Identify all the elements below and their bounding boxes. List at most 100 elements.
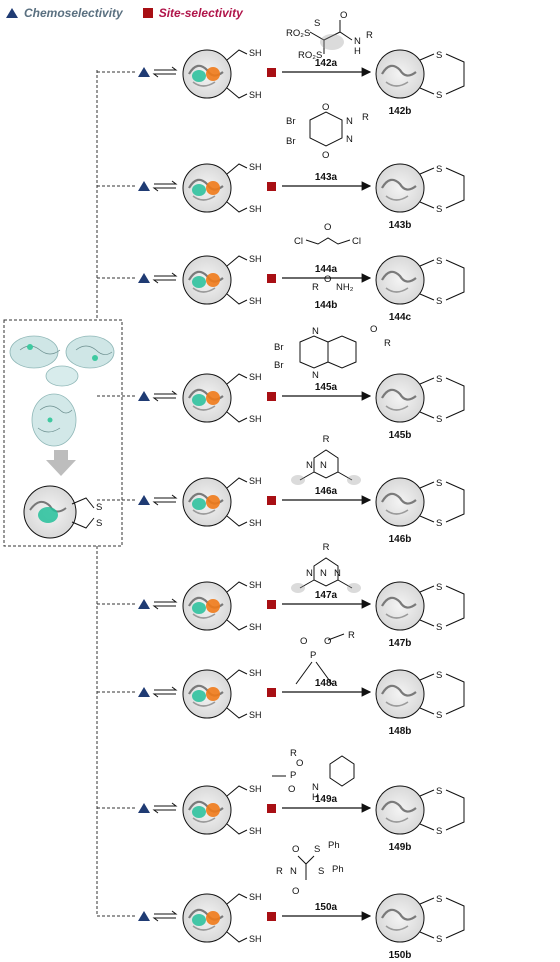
thiol-sh-lower: SH xyxy=(249,296,262,306)
product-bridge xyxy=(445,377,465,419)
protein-green-site xyxy=(192,394,206,406)
product-linker xyxy=(419,585,435,627)
product-s-upper: S xyxy=(436,582,442,593)
thiol-sh-upper: SH xyxy=(249,254,262,264)
thiol-sh-lower: SH xyxy=(249,826,262,836)
reagent-bonds xyxy=(309,20,353,54)
site-selectivity-square-icon xyxy=(267,182,276,191)
thiol-sh-lower: SH xyxy=(249,204,262,214)
equilibrium-back-arrow xyxy=(152,187,176,192)
equilibrium-forward-arrow xyxy=(154,66,178,71)
protein-circle xyxy=(375,255,425,305)
atom-o: O xyxy=(324,222,331,233)
reagent-label-150a: 150a xyxy=(315,902,338,913)
atom-n2: N xyxy=(320,460,327,471)
product-linker xyxy=(419,259,435,301)
atom-o2: O xyxy=(292,886,299,897)
product-linker xyxy=(419,481,435,523)
protein-strand xyxy=(192,613,216,619)
atom-ph1: Ph xyxy=(328,840,340,851)
atom-o2: O xyxy=(288,784,295,795)
atom-n: N xyxy=(354,36,361,47)
thiol-chain-lower xyxy=(226,87,248,99)
equilibrium-forward-arrow xyxy=(154,598,178,603)
product-label-149a: 149b xyxy=(389,842,412,853)
protein-green-site xyxy=(192,914,206,926)
product-s-upper: S xyxy=(436,50,442,61)
atom-o: O xyxy=(300,636,307,647)
protein-strand xyxy=(385,195,409,201)
protein-orange-site xyxy=(206,687,220,701)
thiol-sh-upper: SH xyxy=(249,892,262,902)
protein-strand xyxy=(192,509,216,515)
product-label-148a: 148b xyxy=(389,726,412,737)
equilibrium-forward-arrow xyxy=(154,686,178,691)
chemoselectivity-triangle-icon xyxy=(138,273,150,283)
atom-n2: N xyxy=(346,134,353,145)
atom-n2: N xyxy=(312,370,319,381)
product-linker xyxy=(419,673,435,715)
site-selectivity-square-icon xyxy=(267,392,276,401)
protein-circle xyxy=(375,785,425,835)
equilibrium-forward-arrow xyxy=(154,272,178,277)
protein-circle xyxy=(375,893,425,943)
phenyl-ring xyxy=(272,755,355,787)
vinyl-highlight-2 xyxy=(347,475,361,485)
protein-helix xyxy=(381,492,417,505)
thiol-sh-lower: SH xyxy=(249,934,262,944)
thiol-chain-upper xyxy=(226,373,248,385)
protein-strand xyxy=(385,817,409,823)
atom-n1: N xyxy=(306,460,313,471)
product-s-upper: S xyxy=(436,786,442,797)
product-bridge xyxy=(445,167,465,209)
product-linker xyxy=(419,789,435,831)
thiol-chain-lower xyxy=(226,931,248,943)
site-selectivity-square-icon xyxy=(267,600,276,609)
equilibrium-back-arrow xyxy=(152,809,176,814)
product-s-lower: S xyxy=(436,296,442,307)
atom-o2: O xyxy=(324,636,331,647)
thiol-sh-upper: SH xyxy=(249,668,262,678)
product-s-upper: S xyxy=(436,894,442,905)
atom-o: O xyxy=(296,758,303,769)
product-bridge xyxy=(445,585,465,627)
product-label-145a: 145b xyxy=(389,430,412,441)
atom-n1: N xyxy=(312,326,319,337)
atom-r: R xyxy=(384,338,391,349)
protein-circle xyxy=(375,373,425,423)
equilibrium-back-arrow xyxy=(152,279,176,284)
product-bridge xyxy=(445,789,465,831)
product-s-upper: S xyxy=(436,164,442,175)
equilibrium-forward-arrow xyxy=(154,180,178,185)
chemoselectivity-triangle-icon xyxy=(138,181,150,191)
atom-o2: O xyxy=(322,150,329,161)
equilibrium-back-arrow xyxy=(152,605,176,610)
protein-helix xyxy=(381,684,417,697)
alkyne-bonds xyxy=(295,633,345,685)
thiol-sh-lower: SH xyxy=(249,518,262,528)
atom-h: H xyxy=(354,46,361,57)
reagent-label-142a: 142a xyxy=(315,58,338,69)
protein-green-site xyxy=(192,690,206,702)
thiol-sh-lower: SH xyxy=(249,414,262,424)
site-selectivity-square-icon xyxy=(267,496,276,505)
atom-h: H xyxy=(312,792,319,803)
protein-strand xyxy=(385,925,409,931)
atom-r: R xyxy=(276,866,283,877)
reagent-label-148a: 148a xyxy=(315,678,338,689)
protein-orange-site xyxy=(206,495,220,509)
thiol-chain-lower xyxy=(226,619,248,631)
reagent-label-144a: 144a xyxy=(315,264,338,275)
reagent-label-145a: 145a xyxy=(315,382,338,393)
product-label-143a: 143b xyxy=(389,220,412,231)
protein-orange-site xyxy=(206,67,220,81)
thiol-sh-upper: SH xyxy=(249,476,262,486)
product-bridge xyxy=(445,259,465,301)
protein-helix xyxy=(381,908,417,921)
